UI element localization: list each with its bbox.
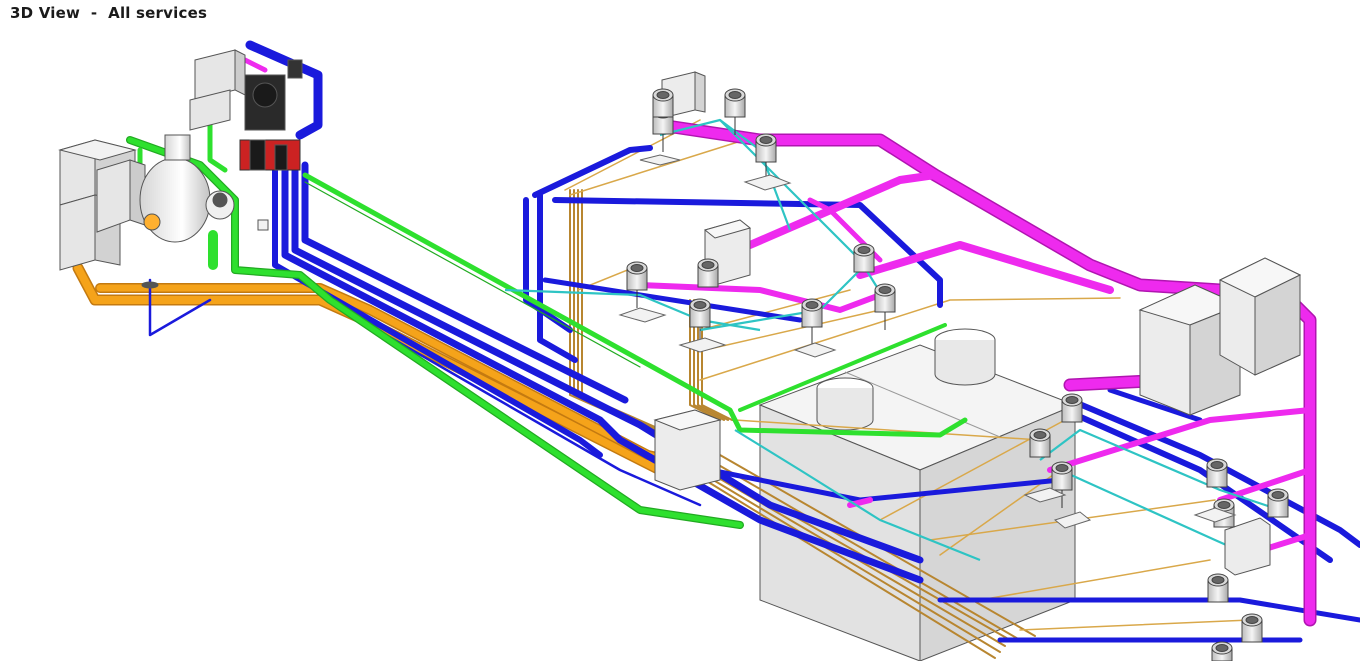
wall-fitting-icon [697,258,719,288]
wall-fitting-icon [874,283,896,330]
wall-fitting-icon [1207,573,1229,603]
view-title: 3D View - All services [10,4,208,22]
wall-fitting-icon [1267,488,1289,518]
balance-tank-large [1138,257,1302,416]
wall-fitting-icon [1211,641,1233,661]
plant-room-equipment[interactable] [58,49,303,289]
wall-fitting-icon [801,298,823,345]
circulation-pipework[interactable] [148,40,1360,643]
collector-box [653,409,722,491]
balance-tank-structure [758,344,1077,661]
wall-fitting-icon [1029,428,1051,458]
skimmer-well-right [934,328,996,386]
wall-fitting-icon [626,261,648,308]
wall-fittings[interactable] [626,88,1289,661]
skimmer-well-left [816,377,874,431]
wall-fitting-icon [853,243,875,273]
wall-fitting-icon [652,88,674,118]
wall-fitting-icon [724,88,746,135]
wall-fitting-icon [1241,613,1263,643]
wall-fitting-icon [689,298,711,345]
valve-chamber-3 [1224,517,1271,576]
wall-fitting-icon [1051,461,1073,508]
wall-fitting-icon [1061,393,1083,423]
fitting-bases [618,154,1237,529]
valve-chambers[interactable] [653,71,1302,576]
wall-fitting-icon [1206,458,1228,488]
